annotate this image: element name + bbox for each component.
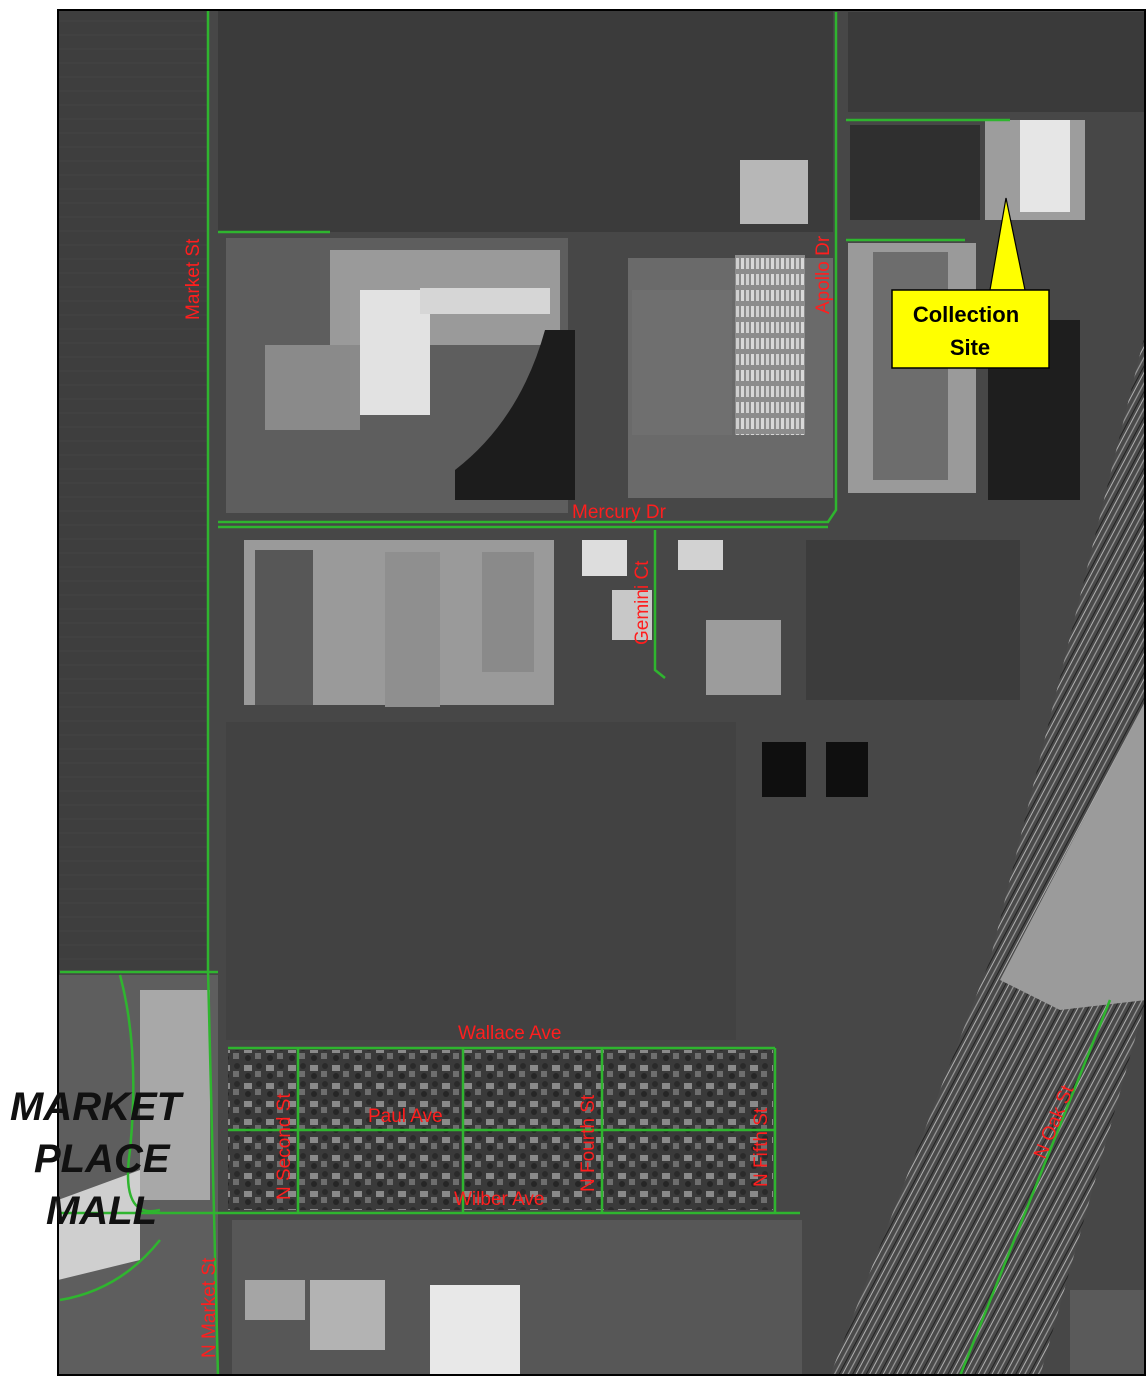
warehouse-10 bbox=[706, 620, 781, 695]
east-building bbox=[1070, 1290, 1146, 1376]
label-n-fifth-st: N Fifth St bbox=[751, 1107, 772, 1187]
warehouse-1 bbox=[360, 290, 430, 415]
road-apollo-dr bbox=[218, 12, 838, 524]
label-paul-ave: Paul Ave bbox=[368, 1106, 443, 1127]
callout-text-line1: Collection bbox=[913, 302, 1019, 327]
building-11 bbox=[678, 540, 723, 570]
field-central bbox=[226, 722, 736, 1040]
landmark-label-line3: MALL bbox=[46, 1189, 157, 1233]
callout-text-line2: Site bbox=[950, 335, 990, 360]
road-market-st bbox=[206, 10, 220, 1376]
retention-pond-1 bbox=[455, 330, 575, 500]
label-wallace-ave: Wallace Ave bbox=[458, 1023, 562, 1044]
label-mercury-dr: Mercury Dr bbox=[572, 502, 667, 523]
label-apollo-dr: Apollo Dr bbox=[813, 235, 834, 314]
mall-building bbox=[58, 1170, 140, 1280]
field-west bbox=[58, 10, 208, 970]
warehouse-6 bbox=[385, 552, 440, 707]
south-building bbox=[310, 1280, 385, 1350]
label-n-market-st: N Market St bbox=[199, 1257, 220, 1358]
building-8 bbox=[582, 540, 627, 576]
warehouse-1-wing bbox=[420, 288, 550, 314]
pond-3 bbox=[762, 742, 806, 797]
collection-site-callout: Collection Site bbox=[891, 197, 1050, 369]
landmark-label-line2: PLACE bbox=[34, 1137, 171, 1181]
map-frame bbox=[57, 9, 1146, 1376]
label-n-fourth-st: N Fourth St bbox=[578, 1094, 599, 1192]
road-n-oak-st bbox=[958, 999, 1112, 1376]
road-gemini-ct bbox=[653, 530, 666, 679]
field-north bbox=[218, 10, 833, 232]
warehouse-2 bbox=[632, 290, 732, 435]
road-mall-exit bbox=[59, 1239, 161, 1302]
label-market-st: Market St bbox=[183, 238, 204, 320]
truck-yard-1 bbox=[265, 345, 360, 430]
pond-4 bbox=[826, 742, 868, 797]
rail-yard bbox=[830, 330, 1146, 1376]
field-east bbox=[806, 540, 1020, 700]
warehouse-3 bbox=[740, 160, 808, 224]
rail-lot bbox=[1000, 700, 1146, 1010]
field-northeast bbox=[848, 12, 1146, 112]
warehouse-7 bbox=[482, 552, 534, 672]
collection-site-building bbox=[1020, 120, 1070, 212]
south-building-2 bbox=[245, 1280, 305, 1320]
road-mall-loop bbox=[118, 974, 161, 1213]
label-gemini-ct: Gemini Ct bbox=[632, 560, 653, 645]
label-n-second-st: N Second St bbox=[274, 1093, 295, 1200]
field-collection-site bbox=[850, 125, 980, 220]
building-9 bbox=[612, 590, 652, 640]
callout-box bbox=[891, 289, 1050, 369]
landmark-label-line1: MARKET bbox=[10, 1085, 185, 1129]
mall-parking bbox=[140, 990, 210, 1200]
truck-dock-2 bbox=[735, 255, 805, 435]
road-network bbox=[59, 10, 1112, 1376]
warehouse-5 bbox=[255, 550, 313, 705]
label-wilber-ave: Wilber Ave bbox=[454, 1189, 544, 1210]
south-warehouse bbox=[430, 1285, 520, 1376]
